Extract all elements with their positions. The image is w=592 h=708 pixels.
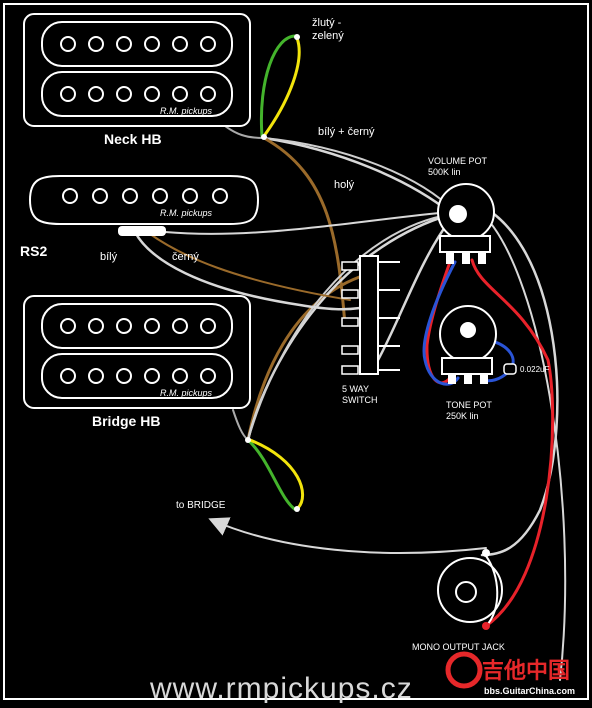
five-way-switch (341, 255, 400, 375)
neck-humbucker: R.M. pickups (23, 13, 251, 127)
neck-white-wire (262, 136, 454, 216)
pole-piece (152, 188, 168, 204)
pole-piece (172, 36, 188, 52)
pole-piece (60, 368, 76, 384)
bridge-bare-wire (246, 273, 367, 442)
pole-piece (88, 86, 104, 102)
volume-pot (437, 183, 495, 264)
pole-piece (212, 188, 228, 204)
capacitor (503, 363, 517, 375)
bridge-humbucker: R.M. pickups (23, 295, 251, 409)
middle-ground-label: černý (172, 251, 199, 263)
middle-black-wire (149, 233, 351, 301)
ground-bus-wire (477, 209, 567, 681)
bridge-label: Bridge HB (92, 413, 160, 429)
white-black-label: bílý + černý (318, 126, 375, 138)
pole-piece (116, 86, 132, 102)
neck-coil-tap-end (294, 34, 300, 40)
pole-piece (144, 368, 160, 384)
bridge-black-wire (247, 213, 453, 441)
watermark-sub: bbs.GuitarChina.com (484, 686, 575, 696)
tone-pot (439, 305, 517, 384)
pole-piece (172, 86, 188, 102)
pole-piece (116, 318, 132, 334)
tone-blue-wire-left (422, 260, 460, 386)
pole-piece (200, 318, 216, 334)
neck-label: Neck HB (104, 131, 162, 147)
bridge-green-wire (246, 438, 298, 512)
bridge-white-wire (246, 212, 454, 442)
middle-connector (118, 226, 166, 236)
green-yellow-label: žlutý -zelený (312, 17, 344, 42)
neck-black-wire (263, 137, 456, 213)
pole-piece (172, 318, 188, 334)
pole-piece (182, 188, 198, 204)
neck-logo: R.M. pickups (160, 106, 213, 116)
bridge-cable (232, 409, 249, 441)
pole-piece (200, 86, 216, 102)
to-bridge-label: to BRIDGE (176, 500, 226, 511)
middle-ground-wire (164, 211, 451, 235)
pole-piece (200, 36, 216, 52)
capacitor-label: 0.022uF (520, 365, 549, 374)
pole-piece (88, 368, 104, 384)
neck-green-wire (259, 34, 298, 138)
pole-piece (88, 36, 104, 52)
neck-junction (261, 134, 267, 140)
pole-piece (88, 318, 104, 334)
bridge-logo: R.M. pickups (160, 388, 213, 398)
to-bridge-arrow (208, 517, 487, 554)
pole-piece (62, 188, 78, 204)
volume-to-jack-wire (466, 198, 559, 557)
bare-label: holý (334, 179, 355, 191)
pole-piece (60, 36, 76, 52)
diagram-frame (3, 3, 589, 700)
middle-hot-label: bílý (100, 251, 118, 263)
bridge-yellow-wire (248, 438, 305, 510)
watermark: 吉他中国 bbs.GuitarChina.com (445, 651, 575, 696)
pole-piece (92, 188, 108, 204)
bridge-junction (245, 437, 251, 443)
middle-white-wire (133, 230, 362, 311)
pole-piece (122, 188, 138, 204)
neck-yellow-wire (262, 36, 301, 138)
pole-piece (144, 318, 160, 334)
pole-piece (200, 368, 216, 384)
output-jack (437, 549, 503, 630)
pole-piece (172, 368, 188, 384)
pole-piece (144, 86, 160, 102)
middle-label: RS2 (20, 243, 47, 259)
pole-piece (116, 368, 132, 384)
website-url: www.rmpickups.cz (149, 672, 413, 703)
bridge-coil-tap-end (294, 506, 300, 512)
pole-piece (60, 318, 76, 334)
pole-piece (60, 86, 76, 102)
pole-piece (116, 36, 132, 52)
watermark-main: 吉他中国 (482, 658, 570, 683)
middle-singlecoil: R.M. pickups (28, 175, 260, 236)
hot-output-wire (470, 258, 555, 628)
jack-label: MONO OUTPUT JACK (412, 642, 505, 652)
pole-piece (144, 36, 160, 52)
middle-logo: R.M. pickups (160, 208, 213, 218)
neck-cable (224, 125, 264, 139)
